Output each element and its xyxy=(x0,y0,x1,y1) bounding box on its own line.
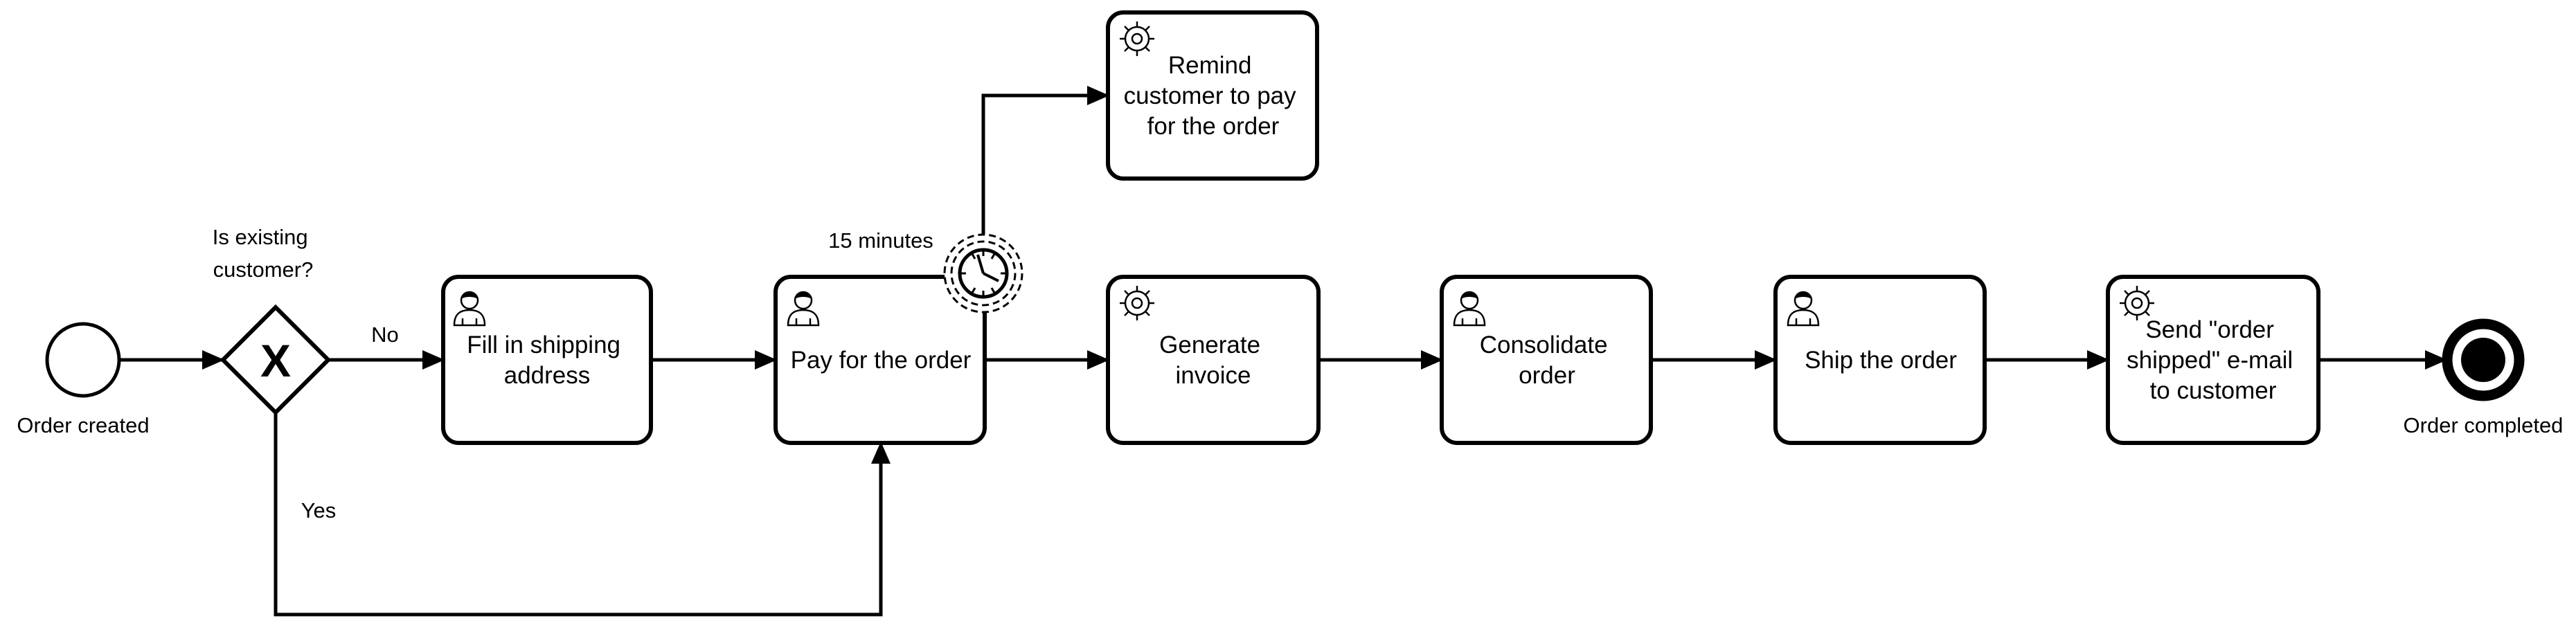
end-event-label: Order completed xyxy=(2404,413,2564,437)
task-label: Generate invoice xyxy=(1159,331,1267,389)
task-label: Remind customer to pay for the order xyxy=(1124,52,1303,140)
task-generate-invoice[interactable]: Generate invoice xyxy=(1106,275,1321,445)
task-label: Send "order shipped" e-mail to customer xyxy=(2127,316,2300,404)
end-event[interactable] xyxy=(2442,318,2525,401)
task-fill-shipping-address[interactable]: Fill in shipping address xyxy=(441,275,653,445)
start-event[interactable] xyxy=(45,322,121,398)
task-label: Fill in shipping address xyxy=(467,331,627,389)
timer-label: 15 minutes xyxy=(828,228,933,253)
timer-boundary-event[interactable] xyxy=(943,233,1023,314)
task-ship-the-order[interactable]: Ship the order xyxy=(1773,275,1987,445)
task-send-shipped-email[interactable]: Send "order shipped" e-mail to customer xyxy=(2106,275,2320,445)
exclusive-gateway[interactable]: X xyxy=(220,304,332,416)
flow-label-no: No xyxy=(371,322,399,347)
task-consolidate-order[interactable]: Consolidate order xyxy=(1440,275,1653,445)
task-pay-for-the-order[interactable]: Pay for the order xyxy=(773,275,987,445)
flow-label-yes: Yes xyxy=(301,498,337,522)
sequence-flows xyxy=(120,86,2447,617)
task-label: Pay for the order xyxy=(791,347,972,374)
gateway-marker: X xyxy=(260,335,291,386)
task-remind-customer[interactable]: Remind customer to pay for the order xyxy=(1106,10,1319,181)
task-label: Consolidate order xyxy=(1480,331,1615,389)
gateway-label: Is existing customer? xyxy=(213,225,314,282)
start-event-label: Order created xyxy=(17,413,149,437)
task-label: Ship the order xyxy=(1805,347,1957,374)
flow-timer-to-remind[interactable] xyxy=(981,86,1109,234)
flow-gateway-yes[interactable] xyxy=(274,412,891,617)
